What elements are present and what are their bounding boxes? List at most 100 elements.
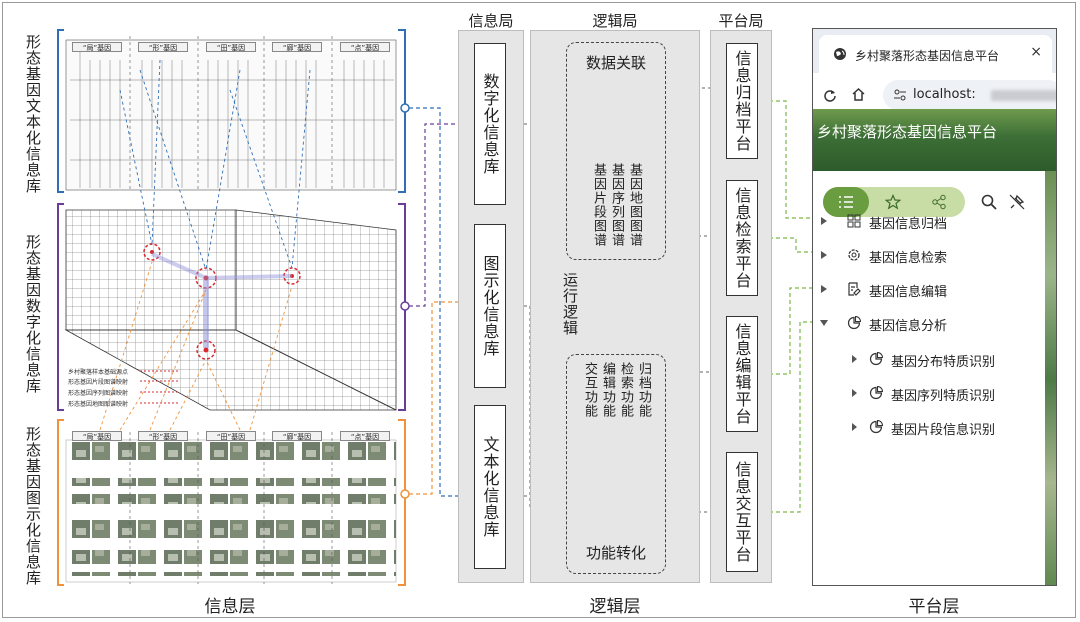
sequence-map-label: 基因序列图谱 [609,163,624,247]
map-preview-strip [1045,171,1056,585]
pin-off-icon[interactable] [1009,194,1025,210]
legend-item: 形态基因片段图谱映射 [68,379,129,386]
graphic-library-label: 形态基因图示化信息库 [24,426,42,586]
star-icon[interactable] [885,194,901,210]
nav-mode-switch [823,187,965,217]
pie-chart-icon [847,316,861,330]
gene-header-ju: “局”基因 [72,431,122,441]
graphic-info-box: 图示化信息库 [474,224,506,388]
home-icon[interactable] [851,87,866,102]
legend-item: 形态基因地图图谱映射 [68,401,129,408]
interact-function-label: 交互功能 [582,362,597,418]
function-transform-title: 功能转化 [585,544,646,562]
edit-doc-icon [848,282,861,296]
url-text: localhost: [913,87,976,102]
function-transform-box [566,354,666,574]
menu-label: 基因信息编辑 [869,285,948,300]
info-bureau-title: 信息局 [468,12,514,30]
menu-item-edit[interactable]: 基因信息编辑 [813,277,1045,301]
browser-tab[interactable]: 乡村聚落形态基因信息平台 × [819,35,1052,73]
search-icon[interactable] [981,194,997,210]
grid-icon [847,214,861,228]
site-title: 乡村聚落形态基因信息平台 [817,123,998,141]
tab-title: 乡村聚落形态基因信息平台 [855,49,1000,63]
share-icon[interactable] [931,194,947,210]
menu-label: 基因信息检索 [869,251,948,266]
gene-header-dian: “点”基因 [340,42,390,52]
expand-arrow-icon [821,285,827,293]
search-platform-label: 信息检索平台 [732,187,752,289]
pie-chart-icon [869,386,883,400]
run-logic-label: 运行逻辑 [561,272,579,336]
menu-item-search[interactable]: 基因信息检索 [813,243,1045,267]
info-layer-label: 信息层 [204,597,256,617]
site-info-icon[interactable] [893,88,907,102]
pie-chart-icon [869,352,883,366]
search-gear-icon [848,249,860,261]
browser-window: 乡村聚落形态基因信息平台 × localhost: 乡村聚落形态基因信息平台 [812,28,1057,586]
data-link-box [566,42,666,260]
data-link-title: 数据关联 [585,54,646,72]
digital-info-label: 数字化信息库 [480,73,500,175]
gene-header-xing: “形”基因 [138,42,188,52]
reload-icon[interactable] [823,88,837,102]
collapse-arrow-icon [820,320,828,326]
list-mode-button[interactable] [823,187,869,217]
graphic-info-label: 图示化信息库 [480,255,500,357]
logic-bureau-title: 逻辑局 [592,12,638,30]
interact-platform-label: 信息交互平台 [732,461,752,563]
chevron-right-icon [852,389,857,397]
digital-library-label: 形态基因数字化信息库 [24,234,42,394]
chevron-right-icon [852,423,857,431]
legend-item: 乡村聚落样本基础源点 [68,369,129,376]
submenu-label: 基因序列特质识别 [891,389,996,404]
edit-platform-label: 信息编辑平台 [732,323,752,425]
interact-platform-box: 信息交互平台 [726,452,758,572]
pie-chart-icon [869,420,883,434]
archive-function-label: 归档功能 [636,362,651,418]
submenu-item-sequence[interactable]: 基因序列特质识别 [813,381,1045,405]
geo-map-label: 基因地图图谱 [627,163,642,247]
gene-header-lang: “廊”基因 [272,42,322,52]
archive-platform-box: 信息归档平台 [726,43,758,159]
gene-header-lang: “廊”基因 [272,431,322,441]
edit-platform-box: 信息编辑平台 [726,316,758,432]
text-library-label: 形态基因文本化信息库 [24,34,42,194]
list-icon [839,196,853,208]
expand-arrow-icon [821,217,827,225]
gene-header-dian: “点”基因 [340,431,390,441]
address-field[interactable]: localhost: [883,80,1056,110]
menu-item-archive[interactable]: 基因信息归档 [813,209,1045,233]
url-redacted [991,90,1056,101]
submenu-label: 基因分布特质识别 [891,355,996,370]
site-banner: 乡村聚落形态基因信息平台 [813,109,1056,171]
search-platform-box: 信息检索平台 [726,180,758,296]
submenu-item-fragment[interactable]: 基因片段信息识别 [813,415,1045,439]
expand-arrow-icon [821,251,827,259]
menu-item-analysis[interactable]: 基因信息分析 [813,311,1045,335]
globe-icon [834,48,846,60]
submenu-label: 基因片段信息识别 [891,423,996,438]
platform-layer-label: 平台层 [908,597,960,617]
chevron-right-icon [852,355,857,363]
archive-platform-label: 信息归档平台 [732,50,752,152]
menu-label: 基因信息分析 [869,319,948,334]
browser-tab-bar: 乡村聚落形态基因信息平台 × [813,29,1056,73]
menu-label: 基因信息归档 [869,217,948,232]
gene-header-tian: “田”基因 [206,431,256,441]
search-function-label: 检索功能 [618,362,633,418]
logic-bureau-panel [530,30,700,583]
edit-function-label: 编辑功能 [600,362,615,418]
legend-item: 形态基因序列图谱映射 [68,390,129,397]
submenu-item-distribution[interactable]: 基因分布特质识别 [813,347,1045,371]
gene-header-tian: “田”基因 [206,42,256,52]
close-icon[interactable]: × [1030,44,1042,60]
platform-bureau-title: 平台局 [718,12,764,30]
platform-bureau-panel [710,30,772,583]
text-info-label: 文本化信息库 [480,436,500,538]
gene-header-xing: “形”基因 [138,431,188,441]
logic-layer-label: 逻辑层 [589,597,641,617]
